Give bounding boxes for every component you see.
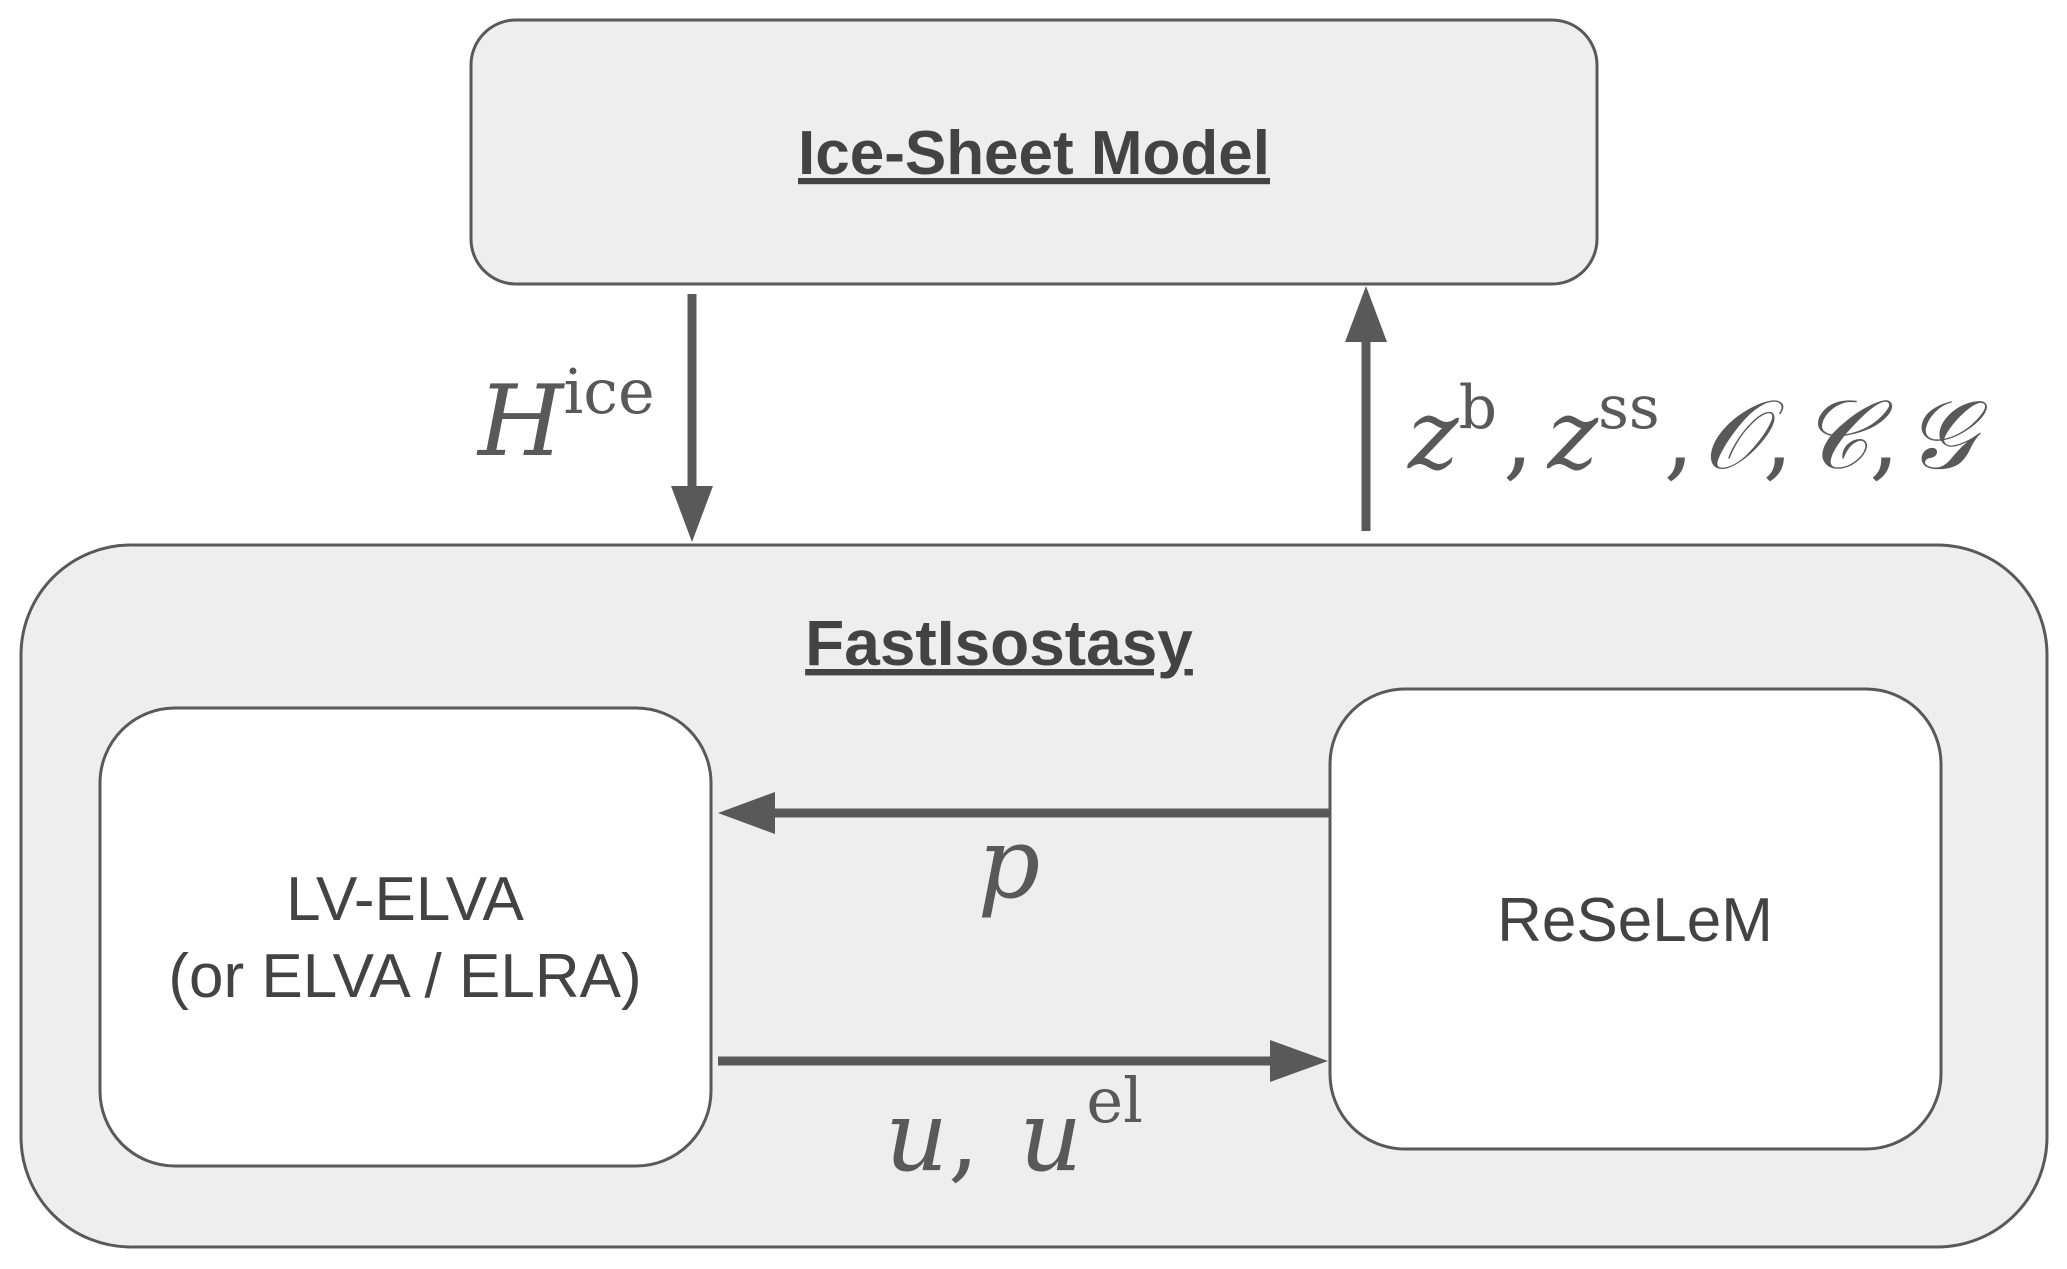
arrowhead-up-icon (1345, 286, 1387, 342)
arrow-ice-to-fastisostasy: Hice (476, 294, 713, 542)
edge-label-h-ice: Hice (476, 355, 655, 479)
ice-sheet-model-title: Ice-Sheet Model (798, 119, 1270, 188)
lv-elva-label: LV-ELVA (286, 865, 524, 934)
edge-label-feedback-fields: zb,zss,𝒪,𝒞,𝒢 (1407, 373, 1988, 491)
reselem-label: ReSeLeM (1497, 886, 1773, 955)
arrow-lvelva-to-reselem: u,uel (718, 1040, 1328, 1194)
arrow-reselem-to-lvelva: p (718, 792, 1329, 921)
ice-sheet-model-box: Ice-Sheet Model (469, 18, 1599, 286)
arrowhead-down-icon (671, 486, 713, 542)
arrowhead-left-icon (718, 792, 775, 834)
lv-elva-box: LV-ELVA (or ELVA / ELRA) (98, 706, 713, 1168)
fastisostasy-title: FastIsostasy (805, 607, 1193, 679)
arrow-fastisostasy-to-ice: zb,zss,𝒪,𝒞,𝒢 (1345, 286, 1988, 531)
arrowhead-right-icon (1270, 1040, 1328, 1082)
edge-label-u-uel: u,uel (885, 1064, 1143, 1194)
lv-elva-alternatives-label: (or ELVA / ELRA) (168, 942, 641, 1011)
edge-label-p: p (978, 807, 1041, 921)
reselem-box: ReSeLeM (1328, 687, 1943, 1151)
